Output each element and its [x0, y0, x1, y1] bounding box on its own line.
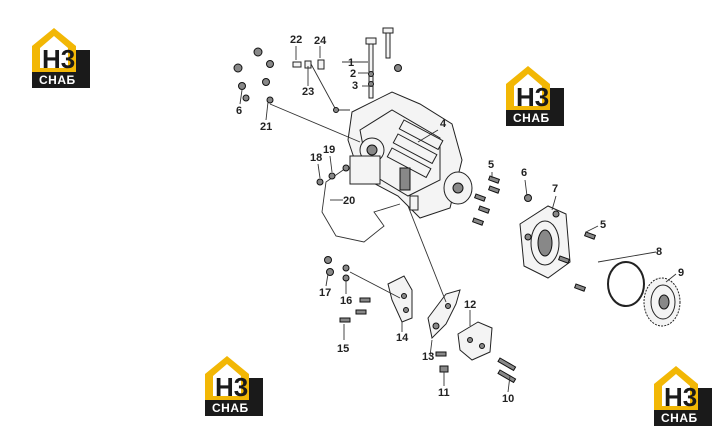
bolts-top — [365, 27, 394, 99]
callout-21: 21 — [260, 121, 272, 133]
callout-1: 1 — [348, 57, 354, 69]
brand-logo-top-left: H3 СНАБ — [32, 28, 90, 88]
callout-4: 4 — [440, 118, 447, 130]
drive-gear — [643, 277, 681, 327]
callout-15: 15 — [337, 343, 349, 355]
bracket-front — [427, 289, 461, 340]
callout-7: 7 — [552, 183, 558, 195]
leader-lines — [239, 46, 677, 393]
o-ring — [607, 261, 645, 307]
callout-14: 14 — [396, 332, 409, 344]
callout-5-upper: 5 — [488, 159, 494, 171]
callout-23: 23 — [302, 86, 314, 98]
logo-mark: H3 — [516, 82, 549, 112]
nut-cluster-upper-left — [233, 47, 402, 104]
logo-text: СНАБ — [212, 401, 249, 415]
callout-18: 18 — [310, 152, 322, 164]
callout-3: 3 — [352, 80, 358, 92]
return-pipe — [316, 164, 401, 243]
callout-6-right: 6 — [521, 167, 527, 179]
bracket-rear — [387, 275, 413, 323]
callout-17: 17 — [319, 287, 331, 299]
fuel-line-assembly — [292, 59, 350, 113]
logo-text: СНАБ — [513, 111, 550, 125]
logo-text: СНАБ — [661, 411, 698, 425]
studs-near-pump — [471, 175, 501, 226]
logo-mark: H3 — [215, 372, 248, 402]
callout-12: 12 — [464, 299, 476, 311]
callout-19: 19 — [323, 144, 335, 156]
logo-mark: H3 — [42, 44, 75, 74]
callout-20: 20 — [343, 195, 355, 207]
injection-pump — [347, 91, 473, 219]
callout-2: 2 — [350, 68, 356, 80]
brand-logo-bottom-middle: H3 СНАБ — [205, 356, 263, 416]
callout-5-lower: 5 — [600, 219, 606, 231]
logo-text: СНАБ — [39, 73, 76, 87]
callout-24: 24 — [314, 35, 327, 47]
callout-22: 22 — [290, 34, 302, 46]
callout-labels: 1 2 3 4 5 5 6 6 7 8 9 10 11 12 13 14 15 … — [236, 34, 684, 405]
brand-logo-top-right: H3 СНАБ — [506, 66, 564, 126]
callout-10: 10 — [502, 393, 514, 405]
callout-16: 16 — [340, 295, 352, 307]
callout-13: 13 — [422, 351, 434, 363]
brand-logo-bottom-right: H3 СНАБ — [654, 366, 712, 426]
callout-9: 9 — [678, 267, 684, 279]
callout-11: 11 — [438, 387, 450, 399]
support-plate — [457, 321, 493, 361]
flange-housing — [519, 194, 597, 292]
logo-mark: H3 — [664, 382, 697, 412]
callout-8: 8 — [656, 246, 662, 258]
bolts-lower — [324, 256, 517, 384]
callout-6-left: 6 — [236, 105, 242, 117]
